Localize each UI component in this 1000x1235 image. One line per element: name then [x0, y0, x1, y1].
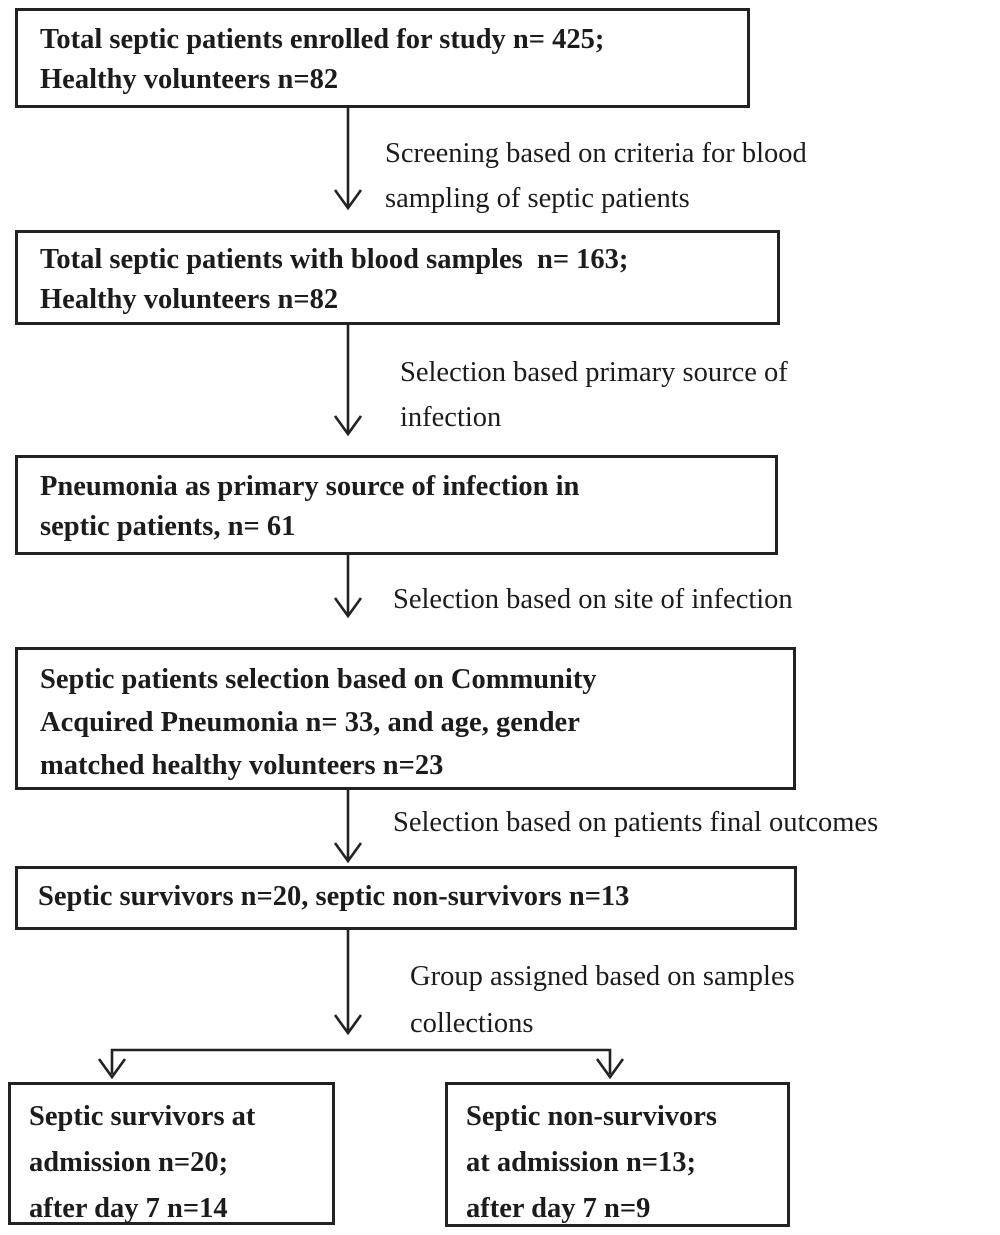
- box-text-line: Septic non-survivors: [466, 1101, 717, 1132]
- label-text-line: Selection based primary source of: [400, 357, 788, 388]
- label-text-line: collections: [410, 1008, 534, 1039]
- label-text-line: infection: [400, 402, 502, 433]
- box-text-line: matched healthy volunteers n=23: [40, 750, 444, 781]
- box-text-line: Healthy volunteers n=82: [40, 284, 339, 315]
- label-text-line: Selection based on patients final outcom…: [393, 807, 879, 838]
- box-text-line: Total septic patients with blood samples…: [40, 244, 629, 275]
- box-cap-selection: Septic patients selection based on Commu…: [15, 647, 796, 790]
- box-text-line: Total septic patients enrolled for study…: [40, 24, 605, 55]
- box-enrolled-patients: Total septic patients enrolled for study…: [15, 8, 750, 108]
- arrow-down-icon: [333, 325, 363, 437]
- label-text-line: Selection based on site of infection: [393, 584, 793, 615]
- box-text-line: Septic survivors n=20, septic non-surviv…: [38, 881, 630, 912]
- arrow-label-group-assignment: Group assigned based on samples collecti…: [410, 953, 795, 1047]
- branch-connector: [97, 1048, 625, 1080]
- arrow-label-final-outcomes: Selection based on patients final outcom…: [393, 800, 878, 845]
- box-text-line: Septic survivors at: [29, 1101, 256, 1132]
- arrow-down-icon: [333, 790, 363, 864]
- box-text-line: at admission n=13;: [466, 1147, 697, 1178]
- label-text-line: Group assigned based on samples: [410, 961, 795, 992]
- arrow-label-primary-source: Selection based primary source of infect…: [400, 350, 788, 440]
- arrow-label-site-of-infection: Selection based on site of infection: [393, 577, 793, 622]
- box-pneumonia-patients: Pneumonia as primary source of infection…: [15, 455, 778, 555]
- box-text-line: after day 7 n=9: [466, 1193, 651, 1224]
- box-outcome-split: Septic survivors n=20, septic non-surviv…: [15, 866, 797, 930]
- box-text-line: Healthy volunteers n=82: [40, 64, 339, 95]
- arrow-down-icon: [333, 930, 363, 1036]
- label-text-line: sampling of septic patients: [385, 183, 690, 214]
- box-non-survivors-group: Septic non-survivors at admission n=13; …: [445, 1082, 790, 1227]
- arrow-down-icon: [333, 555, 363, 619]
- box-survivors-group: Septic survivors at admission n=20; afte…: [8, 1082, 335, 1225]
- box-text-line: after day 7 n=14: [29, 1193, 228, 1224]
- box-text-line: Acquired Pneumonia n= 33, and age, gende…: [40, 707, 580, 738]
- arrow-label-screening: Screening based on criteria for blood sa…: [385, 131, 807, 221]
- box-text-line: admission n=20;: [29, 1147, 229, 1178]
- box-text-line: Pneumonia as primary source of infection…: [40, 471, 580, 502]
- label-text-line: Screening based on criteria for blood: [385, 138, 807, 169]
- box-text-line: Septic patients selection based on Commu…: [40, 664, 597, 695]
- box-blood-sample-patients: Total septic patients with blood samples…: [15, 230, 780, 325]
- box-text-line: septic patients, n= 61: [40, 511, 296, 542]
- arrow-down-icon: [333, 108, 363, 211]
